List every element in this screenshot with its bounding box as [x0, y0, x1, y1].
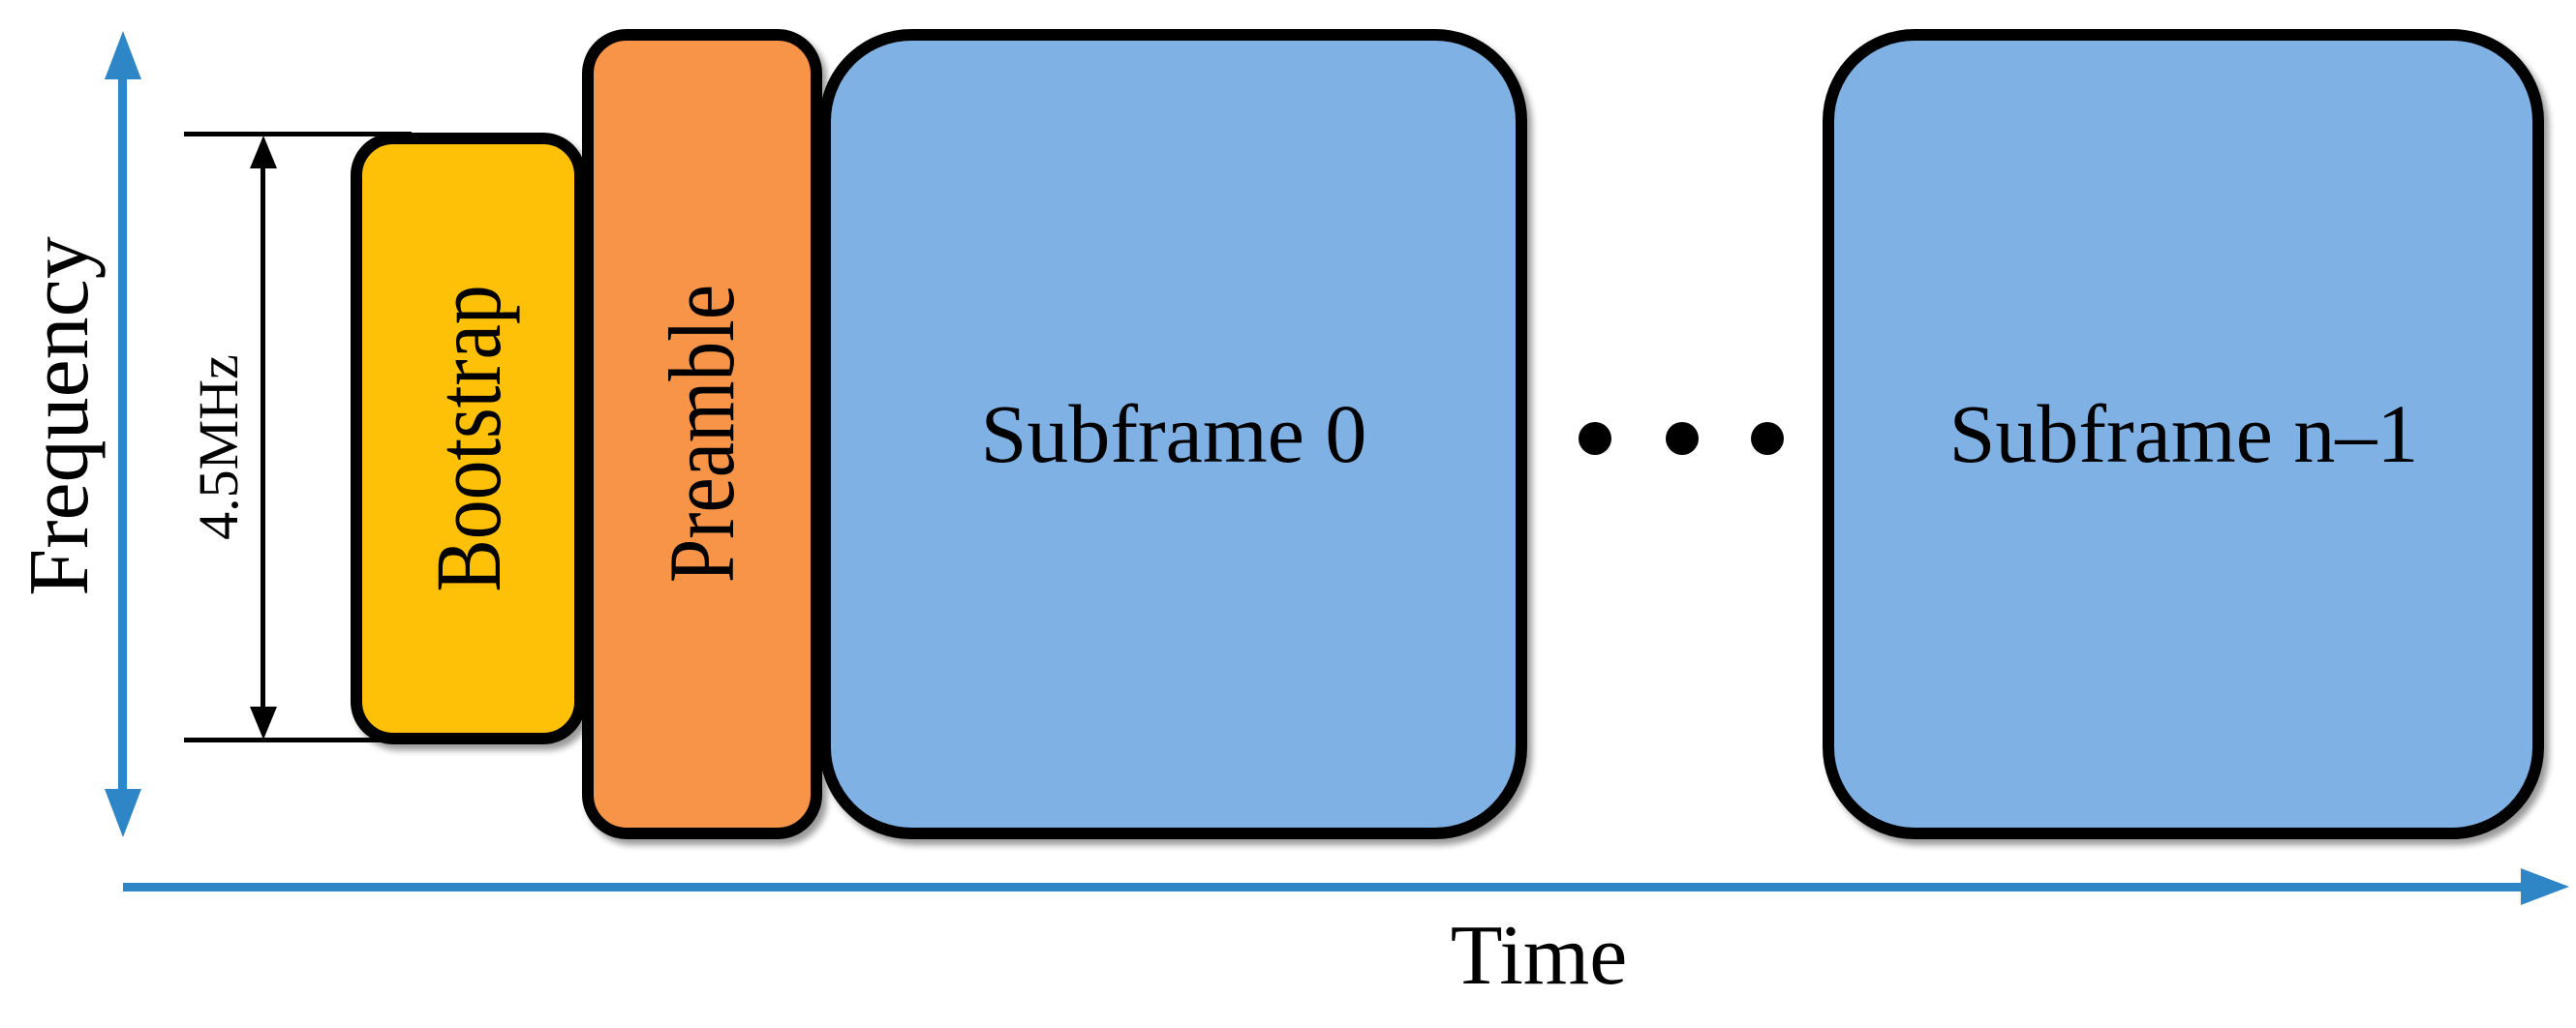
subframe-0-block-label: Subframe 0	[980, 387, 1367, 480]
time-axis-label: Time	[1450, 909, 1628, 1003]
frequency-axis-arrowhead-up-icon	[105, 31, 141, 79]
ellipsis-dot	[1751, 422, 1784, 455]
dimension-arrowhead-down-icon	[250, 707, 277, 740]
dimension-cap-top	[184, 132, 412, 136]
bootstrap-block	[351, 133, 586, 744]
dimension-cap-bottom	[184, 738, 412, 742]
subframe-n-1-block	[1823, 29, 2544, 839]
subframe-n-1-block-label: Subframe n–1	[1948, 387, 2419, 480]
time-axis-line	[123, 883, 2529, 892]
ellipsis-dot	[1666, 422, 1699, 455]
dimension-arrow-line	[261, 145, 265, 732]
dimension-arrowhead-up-icon	[250, 136, 277, 168]
subframe-0-block	[819, 29, 1527, 839]
time-axis-arrowhead-right-icon	[2521, 868, 2569, 905]
bandwidth-dimension-label: 4.5MHz	[187, 354, 250, 540]
frequency-axis-label: Frequency	[13, 236, 107, 596]
frequency-axis-line	[118, 50, 127, 815]
bootstrap-block-label: Bootstrap	[416, 285, 520, 592]
preamble-block-label: Preamble	[650, 284, 753, 584]
frequency-axis-arrowhead-down-icon	[105, 789, 141, 837]
preamble-block	[582, 29, 822, 839]
ellipsis-dot	[1579, 422, 1611, 455]
